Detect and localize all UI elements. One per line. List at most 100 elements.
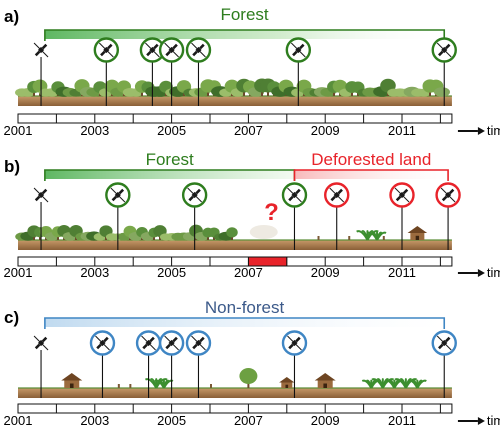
- tree-trunk: [141, 90, 143, 96]
- labels-layer: Forest time 2001 2003 2005 2007 2009 2011 a) Fore…: [4, 5, 500, 428]
- bush: [434, 87, 450, 97]
- stump: [348, 236, 351, 240]
- class-label-forest: Forest: [220, 5, 268, 24]
- tree-trunk: [333, 90, 335, 96]
- class-label-nonforest: Non-forest: [205, 298, 285, 317]
- vegetation-layer: [15, 78, 450, 389]
- time-arrow-head: [477, 417, 485, 425]
- time-axis-label: time: [487, 413, 500, 428]
- year-label: 2009: [311, 413, 340, 428]
- hut-roof: [314, 373, 336, 381]
- tree-trunk: [153, 235, 155, 240]
- tree-trunk: [39, 235, 41, 240]
- crop-plant: [407, 379, 427, 389]
- stump: [317, 236, 320, 240]
- question-mark: ?: [264, 199, 279, 226]
- tree-trunk: [429, 90, 431, 96]
- year-label: 2011: [388, 265, 416, 280]
- tree-trunk: [243, 89, 245, 96]
- year-label: 2003: [80, 265, 109, 280]
- class-bar-outline: [44, 317, 446, 329]
- hut-roof: [61, 373, 83, 381]
- hut-door: [285, 384, 289, 388]
- tree-crown: [226, 227, 238, 238]
- panel-letter: b): [4, 157, 20, 176]
- leaf: [416, 379, 427, 389]
- tree-crown: [239, 368, 258, 384]
- tree-trunk: [247, 381, 250, 388]
- tree-trunk: [261, 89, 263, 96]
- smoke-cloud: [249, 225, 278, 239]
- year-label: 2001: [4, 123, 33, 138]
- year-label: 2001: [4, 413, 33, 428]
- year-label: 2003: [80, 123, 109, 138]
- class-label-forest: Forest: [146, 150, 194, 169]
- ground-strip: [18, 240, 452, 250]
- year-label: 2005: [157, 265, 186, 280]
- hut-door: [415, 235, 420, 240]
- crop-plant: [394, 378, 418, 389]
- panel-letter: a): [4, 7, 19, 26]
- tree-trunk: [231, 235, 233, 240]
- class-bar-nonforest: [44, 318, 445, 327]
- class-bars-layer: [44, 29, 449, 329]
- hut-icon: [314, 373, 336, 388]
- class-bar-deforested: [294, 170, 449, 179]
- axis-box: [17, 113, 453, 124]
- time-arrow-head: [477, 127, 485, 135]
- hut-roof: [279, 377, 295, 383]
- axis-box: [17, 403, 453, 414]
- year-label: 2003: [80, 413, 109, 428]
- hut-door: [69, 383, 74, 388]
- hut-roof: [407, 226, 428, 233]
- leaf: [163, 379, 174, 389]
- hut-icon: [407, 226, 428, 240]
- stump: [210, 384, 212, 388]
- hut-icon: [279, 377, 295, 388]
- tree-trunk: [33, 90, 35, 96]
- tree-trunk: [267, 89, 269, 96]
- tree-trunk: [207, 235, 209, 240]
- tree-trunk: [57, 235, 59, 240]
- ground-strip: [18, 96, 452, 106]
- leaf: [376, 231, 387, 241]
- satellite-icon: [33, 187, 49, 203]
- hut-icon: [61, 373, 83, 388]
- hut-door: [323, 383, 327, 388]
- crop-plant: [367, 231, 387, 241]
- time-axis-layer: [17, 113, 485, 425]
- tree-trunk: [351, 90, 353, 96]
- tree-trunk: [33, 234, 35, 240]
- stump: [117, 384, 120, 388]
- ground-strip: [18, 388, 452, 398]
- time-axis-label: time: [487, 265, 500, 280]
- class-bar-outline: [293, 169, 449, 181]
- ground-layer: [18, 95, 452, 398]
- year-label: 2009: [311, 123, 340, 138]
- year-label: 2011: [388, 123, 416, 138]
- leaf: [155, 378, 168, 389]
- tree: [226, 227, 238, 240]
- class-bar-forest: [44, 170, 295, 179]
- panel-letter: c): [4, 308, 19, 327]
- year-label: 2009: [311, 265, 340, 280]
- class-bar-outline: [44, 29, 446, 41]
- year-label: 2005: [157, 123, 186, 138]
- year-label: 2007: [234, 265, 263, 280]
- satellite-icon: [33, 42, 49, 58]
- crop-plant: [154, 379, 174, 389]
- tree-trunk: [213, 235, 215, 240]
- year-label: 2005: [157, 413, 186, 428]
- class-label-deforested: Deforested land: [311, 150, 431, 169]
- year-label: 2011: [388, 413, 416, 428]
- tree-trunk: [207, 90, 209, 96]
- stump: [129, 384, 132, 388]
- time-arrow-head: [477, 269, 485, 277]
- time-axis-label: time: [487, 123, 500, 138]
- class-bar-forest: [44, 30, 445, 39]
- tree: [239, 368, 258, 388]
- year-label: 2007: [234, 413, 263, 428]
- satellite-icon: [33, 335, 49, 351]
